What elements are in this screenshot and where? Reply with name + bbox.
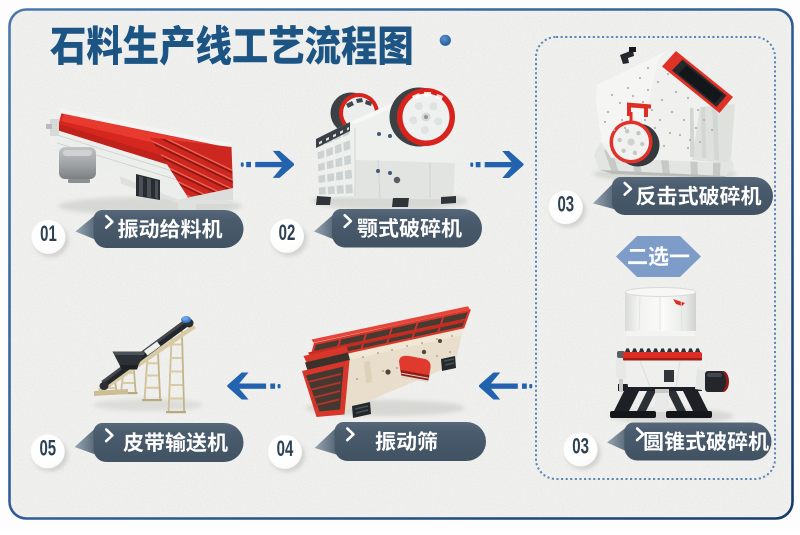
svg-text:03: 03 <box>557 192 574 217</box>
svg-text:05: 05 <box>39 436 56 461</box>
svg-text:02: 02 <box>279 220 296 245</box>
svg-text:04: 04 <box>277 436 294 461</box>
svg-text:03: 03 <box>572 434 589 459</box>
svg-text:01: 01 <box>40 221 57 246</box>
